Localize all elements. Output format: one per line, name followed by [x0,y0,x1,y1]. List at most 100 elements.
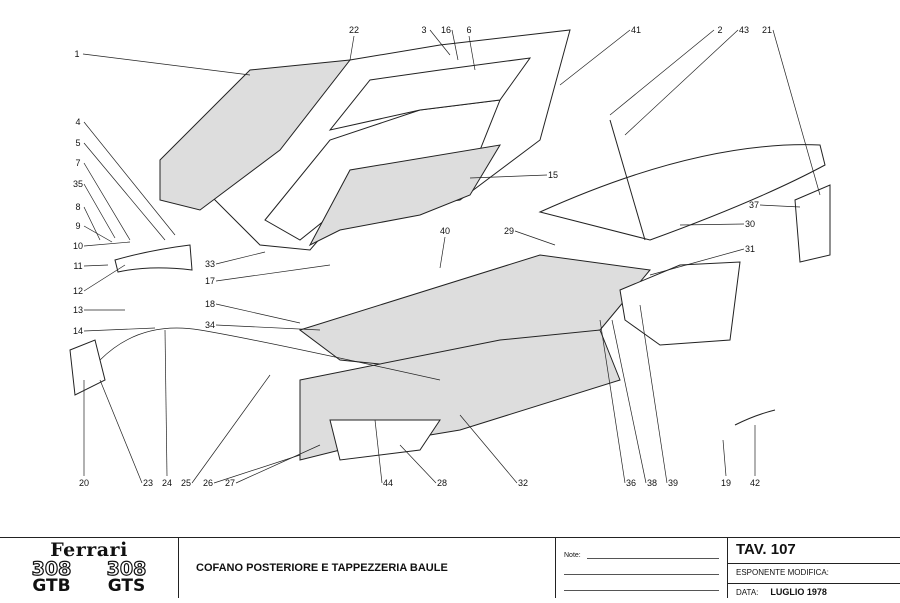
leader-line-26 [213,454,301,484]
callout-39: 39 [668,478,678,488]
callout-2: 2 [717,25,722,35]
description-cell: COFANO POSTERIORE E TAPPEZZERIA BAULE [179,538,556,598]
leader-line-5 [83,142,166,241]
leader-line-15 [469,174,548,179]
callout-9: 9 [75,221,80,231]
trunk-trim-panel [619,261,741,346]
model-version: GTS [107,576,146,596]
clamp [734,409,776,426]
leader-line-36 [599,319,626,484]
callout-38: 38 [647,478,657,488]
date-value: LUGLIO 1978 [770,587,827,597]
leader-line-2 [609,29,715,116]
louver-grille [159,59,352,211]
callout-8: 8 [75,202,80,212]
leader-line-9 [83,225,113,243]
rear-window-glass [538,144,826,241]
leader-line-24 [164,329,168,477]
callout-17: 17 [205,276,215,286]
leader-line-8 [83,206,101,241]
leader-line-14 [83,327,156,332]
leader-line-43 [624,29,739,136]
date-row: DATA: LUGLIO 1978 [728,584,900,603]
callout-28: 28 [437,478,447,488]
ferrari-logo: Ferrari [50,539,128,561]
model-308-gtb: 308 GTB [31,558,72,596]
leader-line-23 [99,379,143,484]
callout-23: 23 [143,478,153,488]
gas-strut [609,119,646,241]
callout-18: 18 [205,299,215,309]
callout-6: 6 [466,25,471,35]
note-line [586,558,719,559]
leader-line-41 [559,29,631,86]
callout-22: 22 [349,25,359,35]
callout-11: 11 [73,261,82,271]
info-cell: TAV. 107 ESPONENTE MODIFICA: DATA: LUGLIO… [728,538,900,598]
callout-33: 33 [205,259,215,269]
leader-line-30 [679,223,745,226]
hinge-bracket [114,244,193,273]
leader-line-33 [215,251,266,265]
leader-line-1 [82,53,251,76]
model-number: 308 [31,558,72,580]
leader-line-31 [649,248,745,276]
leader-line-22 [349,35,355,61]
callout-44: 44 [383,478,393,488]
callout-42: 42 [750,478,760,488]
leader-line-28 [399,444,437,484]
leader-line-19 [722,439,727,477]
callout-32: 32 [518,478,528,488]
callout-14: 14 [73,326,83,336]
date-label: DATA: [736,588,759,597]
callout-5: 5 [75,138,80,148]
notes-cell: Note: [556,538,728,598]
revision-label: ESPONENTE MODIFICA: [736,568,829,577]
callout-21: 21 [762,25,772,35]
model-number: 308 [106,558,147,580]
callout-15: 15 [548,170,558,180]
model-version: GTB [32,576,71,596]
note-line [564,559,719,575]
leader-line-34 [215,324,321,331]
callout-20: 20 [79,478,89,488]
callout-12: 12 [73,286,83,296]
callout-1: 1 [74,49,79,59]
leader-line-6 [468,35,476,71]
table-number: TAV. 107 [728,538,900,564]
callout-7: 7 [75,158,80,168]
callout-37: 37 [749,200,759,210]
model-logos: 308 GTB 308 GTS [0,558,178,596]
leader-line-10 [83,241,131,247]
leader-line-11 [83,264,109,267]
leader-line-12 [83,264,126,292]
leader-line-17 [215,264,331,282]
callout-13: 13 [73,305,83,315]
revision-row: ESPONENTE MODIFICA: [728,564,900,584]
leader-line-37 [759,204,801,208]
leader-line-38 [611,319,647,484]
callout-25: 25 [181,478,191,488]
leader-line-25 [191,374,271,484]
callout-41: 41 [631,25,641,35]
leader-line-39 [639,304,668,484]
callout-10: 10 [73,241,83,251]
leader-line-21 [772,29,821,196]
leader-line-35 [83,183,116,239]
notes-label: Note: [564,552,581,559]
callout-19: 19 [721,478,731,488]
callout-29: 29 [504,226,514,236]
leader-line-32 [459,414,518,484]
leader-line-27 [235,444,321,484]
leader-line-16 [451,29,459,61]
callout-16: 16 [441,25,451,35]
callout-30: 30 [745,219,755,229]
callout-3: 3 [421,25,426,35]
logo-cell: Ferrari 308 GTB 308 GTS [0,538,179,598]
leader-line-3 [429,29,451,56]
note-line [564,575,719,591]
callout-26: 26 [203,478,213,488]
leader-line-29 [514,230,556,246]
